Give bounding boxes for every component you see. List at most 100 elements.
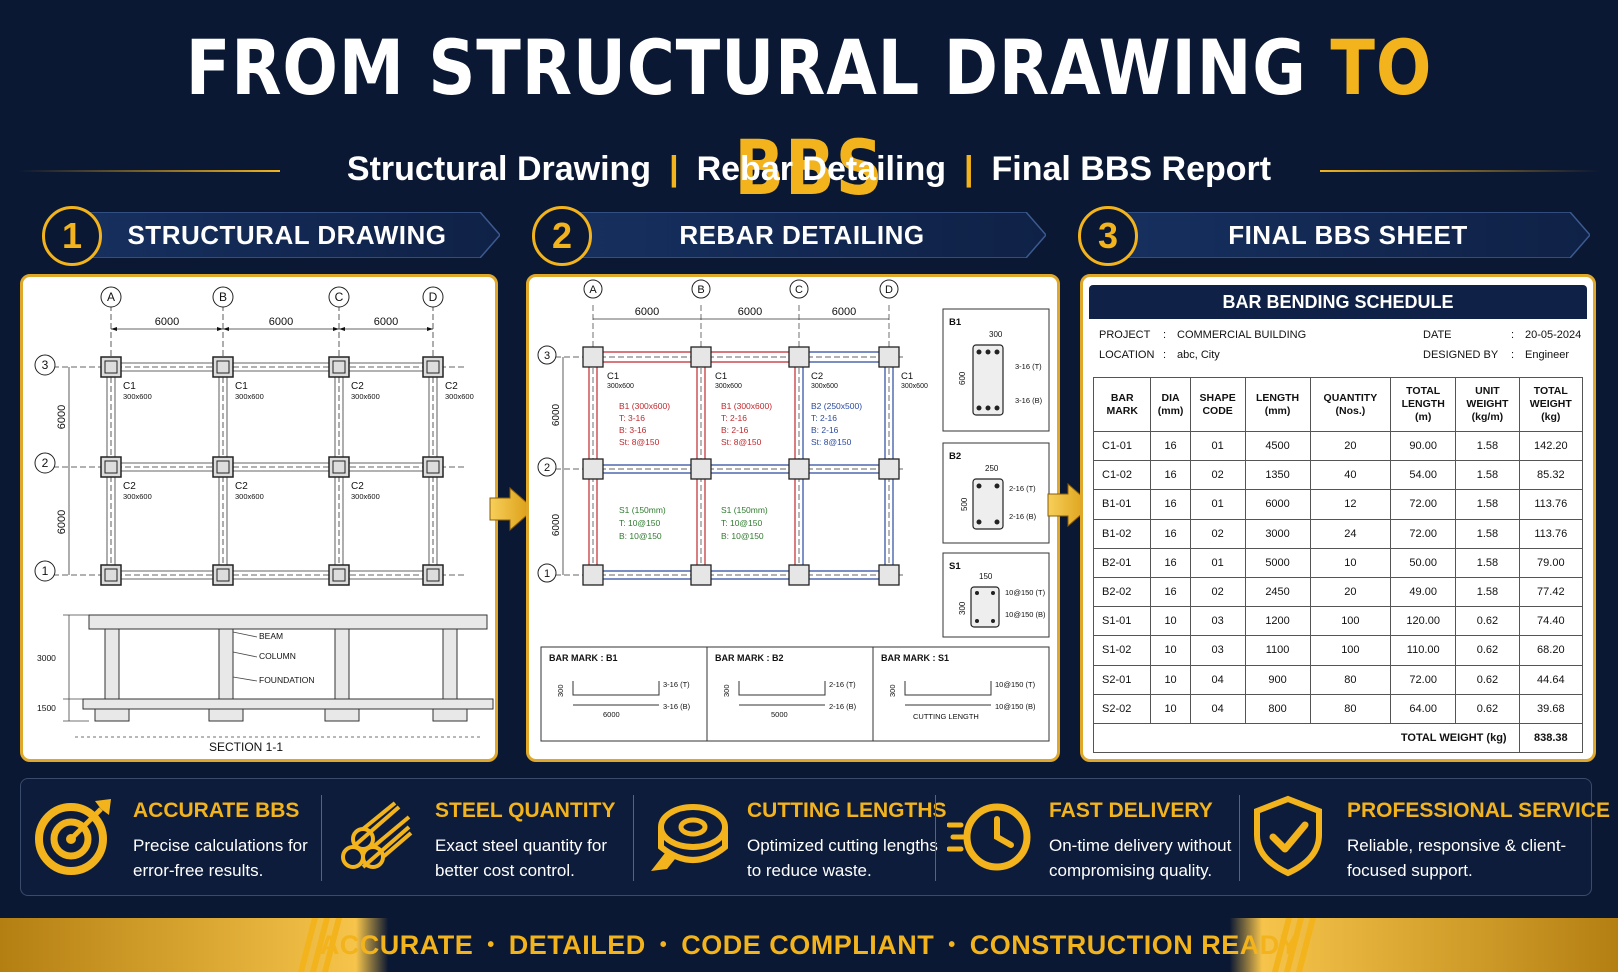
header-text: (kg) (1541, 411, 1561, 423)
step-label: FINAL BBS SHEET (1228, 219, 1468, 250)
divider (1239, 795, 1240, 881)
column-mark: C1 (901, 371, 913, 382)
table-cell: 113.76 (1518, 489, 1584, 520)
column-size: 300x600 (811, 383, 838, 390)
table-cell: 72.00 (1390, 489, 1457, 520)
bar-mark-title: BAR MARK : S1 (881, 653, 949, 663)
table-cell: 12 (1309, 489, 1392, 520)
table-cell: 120.00 (1390, 606, 1457, 637)
step-banner (560, 212, 1046, 258)
bullet: • (948, 933, 956, 956)
tagline-item: ACCURATE (319, 929, 474, 960)
tagline-banner: ACCURATE • DETAILED • CODE COMPLIANT • C… (0, 918, 1618, 972)
step-number: 3 (1078, 206, 1138, 266)
structural-plan-drawing: A B C D 3 2 1 6000 6000 6000 6000 6000 C… (34, 286, 494, 754)
table-cell: 01 (1189, 547, 1246, 578)
slab-note: T: 10@150 (619, 518, 661, 528)
separator: | (669, 149, 679, 188)
grid-label: C (335, 290, 344, 304)
tagline: ACCURATE • DETAILED • CODE COMPLIANT • C… (300, 918, 1318, 972)
bar-mark-title: BAR MARK : B2 (715, 653, 784, 663)
grid-label: 3 (42, 358, 49, 372)
bbs-heading: BAR BENDING SCHEDULE (1089, 285, 1587, 319)
span-dimension: 6000 (56, 405, 68, 429)
column-mark: C2 (351, 481, 364, 492)
bbs-column-header: LENGTH(mm) (1244, 377, 1311, 432)
table-cell: 77.42 (1518, 576, 1584, 608)
meta-label: LOCATION (1099, 349, 1155, 361)
arrow-right-icon (489, 486, 535, 532)
title-accent: TO BBS (734, 23, 1433, 212)
feature-description: On-time delivery without compromising qu… (1049, 836, 1232, 880)
table-cell: 02 (1189, 460, 1246, 491)
beam-note: B: 3-16 (619, 425, 647, 435)
column-size: 300x600 (351, 492, 380, 501)
table-cell: 90.00 (1390, 430, 1457, 462)
bar-top: 2-16 (T) (829, 680, 856, 689)
table-cell: 1200 (1244, 606, 1311, 637)
feature-title: ACCURATE BBS (133, 799, 300, 822)
slab-note: S1 (150mm) (721, 505, 768, 515)
grid-label: C (795, 284, 803, 296)
bar-bottom: 2-16 (B) (829, 702, 857, 711)
beam-note: T: 3-16 (619, 413, 645, 423)
section-label: FOUNDATION (259, 675, 315, 685)
feature-description: Exact steel quantity for better cost con… (435, 836, 607, 880)
tagline-item: CONSTRUCTION READY (969, 929, 1299, 960)
header-text: LENGTH (1255, 391, 1300, 404)
header-text: (Nos.) (1335, 404, 1366, 417)
header-text: WEIGHT (1529, 398, 1572, 410)
table-cell: 16 (1150, 489, 1191, 520)
section-name: B2 (949, 451, 961, 462)
table-cell: 04 (1189, 693, 1246, 724)
table-cell: S2-02 (1092, 693, 1152, 724)
span-dimension: 6000 (551, 403, 562, 426)
page-title: FROM STRUCTURAL DRAWING TO BBS (113, 18, 1504, 218)
section-top-bars: 10@150 (T) (1005, 588, 1046, 597)
section-width: 250 (985, 464, 999, 473)
table-cell: S1-01 (1092, 606, 1152, 637)
bar-top: 3-16 (T) (663, 680, 690, 689)
total-value: 838.38 (1518, 722, 1584, 754)
meta-value: Engineer (1525, 349, 1570, 361)
table-cell: 10 (1150, 693, 1191, 724)
column-mark: C2 (123, 481, 136, 492)
table-cell: 4500 (1244, 430, 1311, 462)
feature-title: CUTTING LENGTHS (747, 799, 947, 822)
steel-bars-icon (341, 801, 413, 869)
section-top-bars: 3-16 (T) (1015, 362, 1042, 371)
subtitle-item: Rebar Detailing (696, 149, 946, 188)
meta-value: COMMERCIAL BUILDING (1177, 329, 1307, 341)
table-cell: 0.62 (1455, 635, 1520, 666)
table-cell: 1100 (1244, 635, 1311, 666)
table-cell: 16 (1150, 430, 1191, 462)
span-dimension: 6000 (551, 513, 562, 536)
feature-cutting-lengths: CUTTING LENGTHS Optimized cutting length… (635, 779, 947, 897)
section-name: S1 (949, 561, 961, 572)
table-cell: 10 (1150, 606, 1191, 637)
table-cell: 40 (1309, 460, 1392, 491)
bar-bottom: 10@150 (B) (995, 702, 1036, 711)
table-cell: C1-02 (1092, 460, 1152, 491)
meta-label: DESIGNED BY (1423, 349, 1499, 361)
table-cell: 16 (1150, 518, 1191, 549)
bbs-meta-project: PROJECT:COMMERCIAL BUILDING (1099, 329, 1307, 341)
table-cell: 85.32 (1518, 460, 1584, 491)
header-text: CODE (1202, 404, 1233, 417)
rebar-plan-drawing: A B C D 3 2 1 6000 6000 6000 6000 6000 C… (537, 279, 1050, 742)
beam-note: B1 (300x600) (721, 401, 772, 411)
span-dimension: 6000 (832, 306, 856, 318)
table-cell: 1350 (1244, 460, 1311, 491)
beam-note: T: 2-16 (811, 413, 837, 423)
span-dimension: 6000 (635, 306, 659, 318)
total-row: TOTAL WEIGHT (kg)838.38 (1093, 722, 1584, 754)
table-cell: 03 (1189, 606, 1246, 637)
header-text: (kg/m) (1471, 411, 1504, 423)
feature-description: Reliable, responsive & client-focused su… (1347, 836, 1567, 880)
